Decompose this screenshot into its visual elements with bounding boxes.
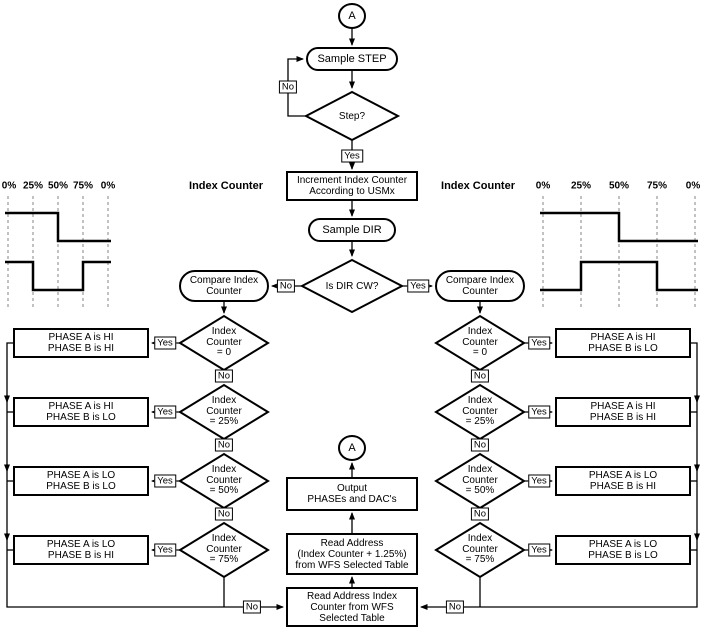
right-result-25-shape bbox=[555, 397, 691, 427]
wave-left-phase-a bbox=[5, 211, 111, 243]
left-diamond-75: Index Counter = 75% bbox=[206, 533, 242, 566]
right-diamond-0: Index Counter = 0 bbox=[462, 326, 498, 359]
index-counter-left-header: Index Counter bbox=[189, 180, 263, 192]
increment-box-shape bbox=[286, 171, 418, 201]
increment-box-node: Increment Index Counter According to USM… bbox=[296, 175, 408, 197]
dir-question-shape bbox=[299, 258, 405, 314]
node-shapes bbox=[13, 3, 691, 627]
connector-a-top: A bbox=[348, 9, 356, 22]
left-result-25: PHASE A is HI PHASE B is LO bbox=[46, 401, 116, 423]
right-result-0-shape bbox=[555, 328, 691, 358]
right-diamond-50-shape bbox=[434, 452, 526, 510]
right-no-50-label: No bbox=[470, 507, 490, 521]
left-no-0-label: No bbox=[214, 369, 234, 383]
left-diamond-50: Index Counter = 50% bbox=[206, 464, 242, 497]
dir-yes-label: Yes bbox=[407, 279, 429, 293]
right-yes-0-label: Yes bbox=[528, 336, 550, 350]
left-diamond-25: Index Counter = 25% bbox=[206, 395, 242, 428]
right-result-75-shape bbox=[555, 535, 691, 565]
left-no-75-label: No bbox=[242, 600, 262, 614]
right-diamond-0-shape bbox=[434, 314, 526, 372]
left-tick-75: 75% bbox=[72, 180, 94, 192]
connector-a-mid: A bbox=[348, 441, 356, 454]
output-box-shape bbox=[286, 477, 418, 511]
left-result-50-shape bbox=[13, 466, 149, 496]
left-tick-100: 0% bbox=[100, 180, 116, 192]
left-diamond-25-shape bbox=[178, 383, 270, 441]
step-yes-label: Yes bbox=[341, 149, 363, 163]
right-result-50: PHASE A is LO PHASE B is HI bbox=[588, 470, 658, 492]
left-diamond-50-shape bbox=[178, 452, 270, 510]
right-tick-100: 0% bbox=[685, 180, 701, 192]
right-yes-50-label: Yes bbox=[528, 474, 550, 488]
connector-a-top-shape bbox=[338, 3, 366, 29]
left-result-0-shape bbox=[13, 328, 149, 358]
read-address-offset-box-shape bbox=[286, 533, 418, 575]
compare-left-node: Compare Index Counter bbox=[189, 275, 259, 297]
wave-left-phase-b bbox=[5, 260, 111, 292]
output-box-node: Output PHASEs and DAC's bbox=[307, 483, 397, 505]
right-result-0: PHASE A is HI PHASE B is LO bbox=[588, 332, 658, 354]
right-diamond-75: Index Counter = 75% bbox=[462, 533, 498, 566]
index-counter-right-header: Index Counter bbox=[441, 180, 515, 192]
right-result-75: PHASE A is LO PHASE B is LO bbox=[588, 539, 658, 561]
step-question-node: Step? bbox=[338, 110, 366, 122]
right-tick-0: 0% bbox=[535, 180, 551, 192]
left-result-0: PHASE A is HI PHASE B is HI bbox=[47, 332, 115, 354]
waveform-gridlines bbox=[7, 196, 696, 310]
connector-a-mid-shape bbox=[338, 435, 366, 461]
left-yes-0-label: Yes bbox=[154, 336, 176, 350]
right-diamond-50: Index Counter = 50% bbox=[462, 464, 498, 497]
left-tick-25: 25% bbox=[22, 180, 44, 192]
right-yes-25-label: Yes bbox=[528, 405, 550, 419]
dir-no-label: No bbox=[276, 279, 296, 293]
compare-right-shape bbox=[435, 270, 525, 302]
left-result-50: PHASE A is LO PHASE B is LO bbox=[46, 470, 116, 492]
right-result-50-shape bbox=[555, 466, 691, 496]
compare-left-shape bbox=[179, 270, 269, 302]
step-no-label: No bbox=[278, 80, 298, 94]
compare-right-node: Compare Index Counter bbox=[445, 275, 515, 297]
left-yes-25-label: Yes bbox=[154, 405, 176, 419]
left-tick-50: 50% bbox=[47, 180, 69, 192]
sample-step-node: Sample STEP bbox=[317, 52, 387, 65]
read-address-box-node: Read Address Index Counter from WFS Sele… bbox=[306, 590, 398, 624]
left-result-25-shape bbox=[13, 397, 149, 427]
wave-right-phase-b bbox=[540, 260, 698, 292]
wave-right-phase-a bbox=[540, 211, 698, 243]
right-diamond-25: Index Counter = 25% bbox=[462, 395, 498, 428]
left-diamond-75-shape bbox=[178, 521, 270, 579]
right-no-0-label: No bbox=[470, 369, 490, 383]
right-no-75-label: No bbox=[445, 600, 465, 614]
right-yes-75-label: Yes bbox=[528, 543, 550, 557]
left-no-25-label: No bbox=[214, 438, 234, 452]
read-address-offset-box-node: Read Address (Index Counter + 1.25%) fro… bbox=[295, 537, 409, 571]
dir-question-node: Is DIR CW? bbox=[325, 280, 379, 292]
waveform-traces bbox=[5, 211, 698, 292]
sample-step-shape bbox=[306, 47, 398, 71]
sample-dir-node: Sample DIR bbox=[322, 223, 382, 236]
left-diamond-0: Index Counter = 0 bbox=[206, 326, 242, 359]
left-result-75: PHASE A is LO PHASE B is HI bbox=[46, 539, 116, 561]
left-tick-0: 0% bbox=[1, 180, 17, 192]
left-yes-50-label: Yes bbox=[154, 474, 176, 488]
right-diamond-25-shape bbox=[434, 383, 526, 441]
right-tick-50: 50% bbox=[608, 180, 630, 192]
right-no-25-label: No bbox=[470, 438, 490, 452]
sample-dir-shape bbox=[308, 218, 396, 242]
right-tick-25: 25% bbox=[570, 180, 592, 192]
right-diamond-75-shape bbox=[434, 521, 526, 579]
read-address-box-shape bbox=[286, 587, 418, 627]
right-tick-75: 75% bbox=[646, 180, 668, 192]
left-diamond-0-shape bbox=[178, 314, 270, 372]
step-question-shape bbox=[303, 90, 401, 142]
left-yes-75-label: Yes bbox=[154, 543, 176, 557]
left-result-75-shape bbox=[13, 535, 149, 565]
left-no-50-label: No bbox=[214, 507, 234, 521]
right-result-25: PHASE A is HI PHASE B is HI bbox=[589, 401, 657, 423]
